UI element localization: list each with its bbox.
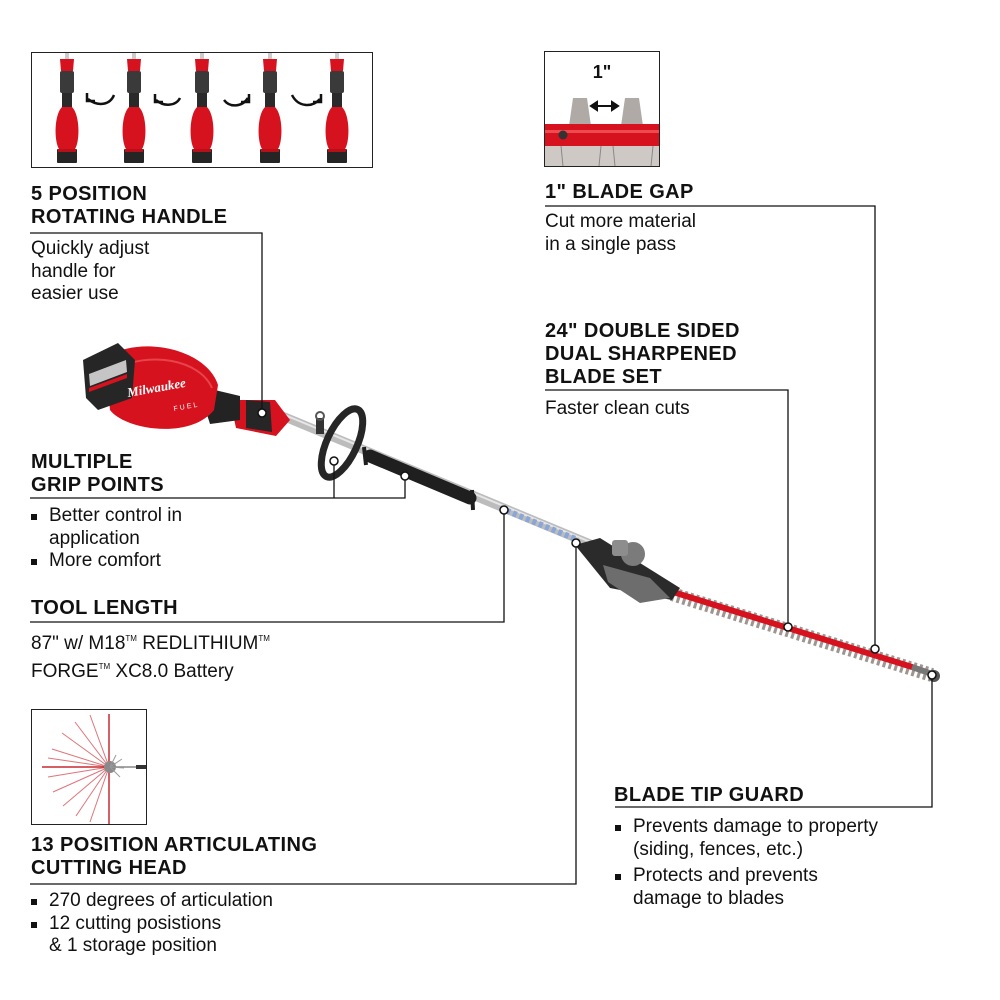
bullet-item: 12 cutting posistions & 1 storage positi… xyxy=(29,913,273,958)
callout-articulating-head: 13 POSITION ARTICULATING CUTTING HEAD xyxy=(31,834,318,879)
callout-grip-points: MULTIPLE GRIP POINTS xyxy=(31,451,164,496)
rotate-arrows xyxy=(85,93,323,107)
articulating-cutting-head xyxy=(575,538,680,603)
bullet-item: 270 degrees of articulation xyxy=(29,890,273,913)
bullet-item: Prevents damage to property (siding, fen… xyxy=(613,816,878,861)
callout-rotating-handle: 5 POSITION ROTATING HANDLE xyxy=(31,183,227,229)
callout-tool-length-title: TOOL LENGTH xyxy=(31,597,178,619)
callout-blade-set: 24" DOUBLE SIDED DUAL SHARPENED BLADE SE… xyxy=(545,320,740,388)
callout-blade-gap-title: 1" BLADE GAP xyxy=(545,181,694,203)
callout-tool-length-body: 87" w/ M18TM REDLITHIUMTM FORGETM XC8.0 … xyxy=(31,633,270,682)
blade-gap-inset: 1" xyxy=(544,51,660,167)
callout-tip-guard-bullets: Prevents damage to property (siding, fen… xyxy=(613,816,878,910)
blade-tip-guard xyxy=(928,670,940,682)
double-arrow-icon xyxy=(589,100,620,112)
rotating-handle-positions-photo xyxy=(55,53,349,163)
bullet-item: More comfort xyxy=(29,550,182,573)
callout-articulating-head-bullets: 270 degrees of articulation 12 cutting p… xyxy=(29,890,273,958)
callout-grip-points-bullets: Better control in application More comfo… xyxy=(29,505,182,573)
bullet-item: Protects and prevents damage to blades xyxy=(613,865,878,910)
blade-gap-label: 1" xyxy=(592,62,612,82)
callout-title: ROTATING HANDLE xyxy=(31,206,228,228)
bullet-item: Better control in application xyxy=(29,505,182,550)
callout-title: 5 POSITION xyxy=(31,183,148,205)
callout-tip-guard-title: BLADE TIP GUARD xyxy=(614,784,805,806)
rotating-handle-inset xyxy=(31,52,373,168)
callout-blade-gap-body: Cut more material in a single pass xyxy=(545,211,696,255)
blade-gap-closeup-photo xyxy=(545,98,659,166)
callout-rotating-handle-body: Quickly adjust handle for easier use xyxy=(31,238,150,304)
callout-blade-set-body: Faster clean cuts xyxy=(545,398,690,419)
hedge-blade xyxy=(667,587,940,682)
